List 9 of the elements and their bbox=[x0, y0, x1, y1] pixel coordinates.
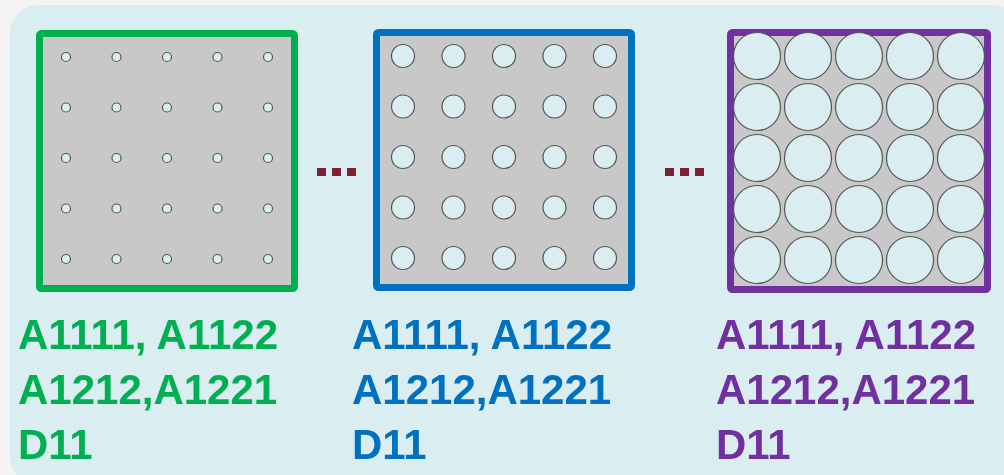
sample-label: D11 bbox=[716, 420, 791, 470]
sample-label: A1212,A1221 bbox=[18, 365, 278, 415]
sample-label: A1111, A1122 bbox=[716, 310, 977, 360]
sample-label: A1111, A1122 bbox=[18, 310, 279, 360]
sample-label: D11 bbox=[18, 420, 93, 470]
sample-label: A1111, A1122 bbox=[352, 310, 613, 360]
sample-label: D11 bbox=[352, 420, 427, 470]
sample-label: A1212,A1221 bbox=[352, 365, 612, 415]
sample-label: A1212,A1221 bbox=[716, 365, 976, 415]
